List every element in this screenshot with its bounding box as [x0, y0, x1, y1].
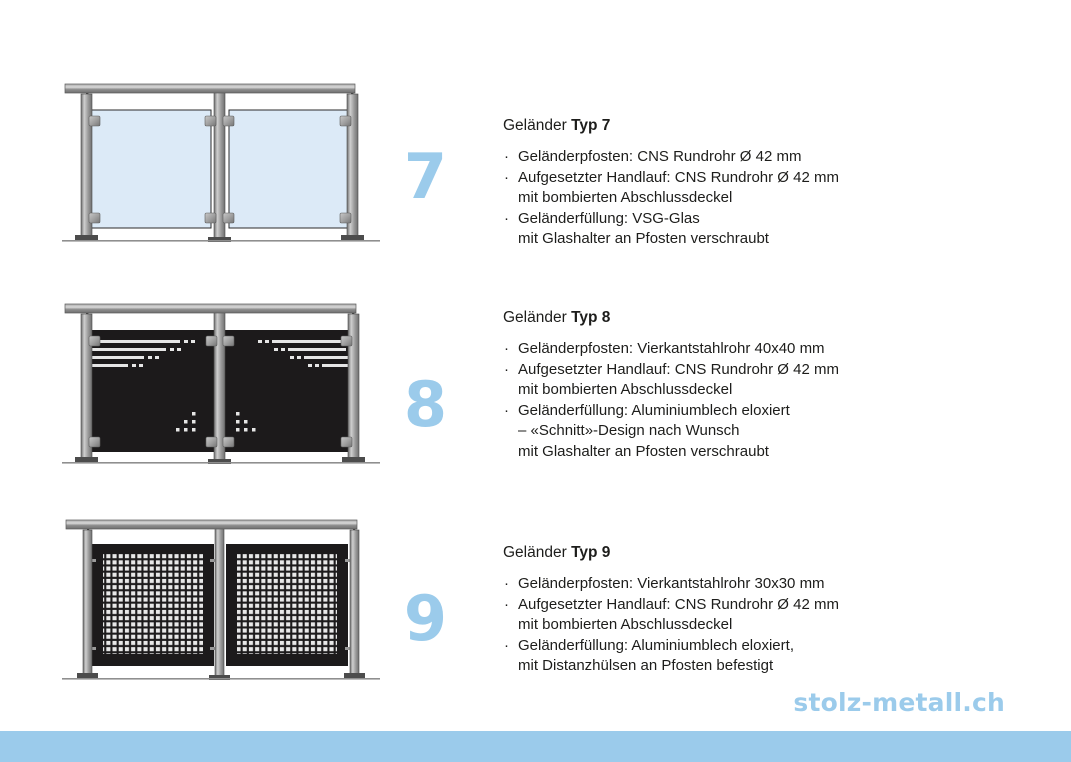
- spec-block-type-7: Geländer Typ 7 · Geländerpfosten: CNS Ru…: [503, 116, 1023, 250]
- spec-item: · Aufgesetzter Handlauf: CNS Rundrohr Ø …: [503, 595, 1023, 636]
- railing-illustration-type-8: [62, 296, 392, 476]
- spec-item-main: Geländerpfosten: Vierkantstahlrohr 30x30…: [518, 575, 825, 592]
- spec-title-prefix: Geländer: [503, 544, 572, 561]
- spec-item-sub: mit Glashalter an Pfosten verschraubt: [518, 442, 769, 460]
- bullet-icon: ·: [504, 401, 509, 419]
- bullet-icon: ·: [504, 575, 509, 592]
- type-numeral-7: 7: [403, 140, 447, 213]
- spec-item: · Geländerpfosten: Vierkantstahlrohr 30x…: [503, 574, 1023, 595]
- spec-item: · Geländerpfosten: CNS Rundrohr Ø 42 mm: [503, 147, 1023, 168]
- spec-list-type-8: · Geländerpfosten: Vierkantstahlrohr 40x…: [503, 339, 1023, 462]
- spec-block-type-8: Geländer Typ 8 · Geländerpfosten: Vierka…: [503, 308, 1023, 462]
- spec-list-type-7: · Geländerpfosten: CNS Rundrohr Ø 42 mm …: [503, 147, 1023, 250]
- spec-title-strong: Typ 9: [571, 544, 611, 561]
- spec-item-sub: mit bombierten Abschlussdeckel: [518, 616, 733, 633]
- spec-item-main: Geländerfüllung: Aluminiumblech eloxiert: [518, 401, 790, 419]
- bullet-icon: ·: [504, 168, 509, 186]
- spec-item-sub: mit bombierten Abschlussdeckel: [518, 189, 733, 206]
- spec-title-type-9: Geländer Typ 9: [503, 543, 1023, 563]
- railing-section-type-7: 7 Geländer Typ 7 · Geländerpfosten: CNS …: [0, 78, 1071, 273]
- bullet-icon: ·: [504, 636, 509, 654]
- bullet-icon: ·: [504, 595, 509, 613]
- spec-item: · Aufgesetzter Handlauf: CNS Rundrohr Ø …: [503, 360, 1023, 401]
- bullet-icon: ·: [504, 209, 509, 227]
- spec-item: · Geländerfüllung: Aluminiumblech eloxie…: [503, 401, 1023, 463]
- brand-wordmark: stolz-metall.ch: [793, 688, 1005, 717]
- railing-illustration-type-9: [62, 516, 392, 691]
- spec-title-prefix: Geländer: [503, 309, 572, 326]
- spec-title-strong: Typ 7: [571, 117, 611, 134]
- bullet-icon: ·: [504, 340, 509, 357]
- footer-color-bar: [0, 731, 1071, 762]
- type-numeral-9: 9: [403, 582, 447, 655]
- spec-item-main: Geländerpfosten: CNS Rundrohr Ø 42 mm: [518, 148, 802, 165]
- railing-section-type-8: 8 Geländer Typ 8 · Geländerpfosten: Vier…: [0, 296, 1071, 496]
- spec-item-sub: mit Distanzhülsen an Pfosten befestigt: [518, 657, 774, 674]
- spec-item: · Geländerfüllung: Aluminiumblech eloxie…: [503, 636, 1023, 677]
- bullet-icon: ·: [504, 360, 509, 378]
- spec-title-strong: Typ 8: [571, 309, 611, 326]
- spec-item-sub: mit bombierten Abschlussdeckel: [518, 381, 733, 398]
- spec-item-main: Aufgesetzter Handlauf: CNS Rundrohr Ø 42…: [518, 168, 839, 186]
- spec-item-main: Aufgesetzter Handlauf: CNS Rundrohr Ø 42…: [518, 595, 839, 613]
- spec-item: · Geländerfüllung: VSG-Glas mit Glashalt…: [503, 209, 1023, 250]
- bullet-icon: ·: [504, 148, 509, 165]
- spec-item-sub: – «Schnitt»-Design nach Wunsch: [518, 422, 740, 439]
- spec-item-sub: mit Glashalter an Pfosten verschraubt: [518, 230, 769, 247]
- spec-item-main: Aufgesetzter Handlauf: CNS Rundrohr Ø 42…: [518, 360, 839, 378]
- spec-list-type-9: · Geländerpfosten: Vierkantstahlrohr 30x…: [503, 574, 1023, 677]
- railing-illustration-type-7: [62, 78, 392, 253]
- spec-title-type-8: Geländer Typ 8: [503, 308, 1023, 328]
- spec-title-prefix: Geländer: [503, 117, 572, 134]
- railing-section-type-9: 9 Geländer Typ 9 · Geländerpfosten: Vier…: [0, 516, 1071, 706]
- spec-item: · Geländerpfosten: Vierkantstahlrohr 40x…: [503, 339, 1023, 360]
- spec-item-main: Geländerfüllung: VSG-Glas: [518, 209, 700, 227]
- spec-item-main: Geländerfüllung: Aluminiumblech eloxiert…: [518, 636, 794, 654]
- spec-title-type-7: Geländer Typ 7: [503, 116, 1023, 136]
- spec-item-main: Geländerpfosten: Vierkantstahlrohr 40x40…: [518, 340, 825, 357]
- type-numeral-8: 8: [403, 368, 447, 441]
- spec-block-type-9: Geländer Typ 9 · Geländerpfosten: Vierka…: [503, 543, 1023, 677]
- spec-item: · Aufgesetzter Handlauf: CNS Rundrohr Ø …: [503, 168, 1023, 209]
